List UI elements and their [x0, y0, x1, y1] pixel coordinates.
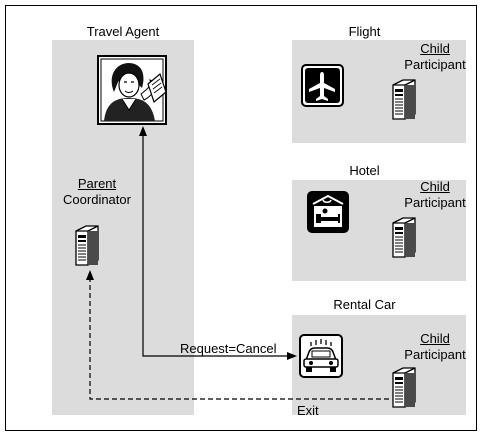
- server-icon: [75, 225, 99, 266]
- agent-portrait-icon: [97, 55, 167, 125]
- hotel-child-label: Child: [420, 179, 450, 194]
- flight-child-label: Child: [420, 41, 450, 56]
- rental-car-participant-label: Participant: [404, 347, 466, 362]
- hotel-participant-label: Participant: [404, 195, 466, 210]
- airplane-icon: [301, 64, 344, 107]
- server-icon: [392, 217, 416, 258]
- flight-participant-label: Participant: [404, 57, 466, 72]
- parent-label: Parent: [77, 176, 117, 191]
- server-icon: [392, 367, 416, 408]
- exit-arrow: [86, 270, 389, 400]
- car-icon: [299, 334, 343, 378]
- diagram-frame: [5, 5, 477, 431]
- rental-car-child-label: Child: [420, 331, 450, 346]
- flight-title: Flight: [348, 24, 381, 39]
- request-cancel-label: Request=Cancel: [180, 341, 277, 356]
- travel-agent-title: Travel Agent: [86, 24, 160, 39]
- exit-label: Exit: [297, 403, 319, 418]
- coordinator-label: Coordinator: [63, 192, 131, 207]
- hotel-bed-icon: [307, 191, 349, 233]
- server-icon: [392, 79, 416, 120]
- request-cancel-arrow: [139, 126, 297, 360]
- rental-car-title: Rental Car: [333, 297, 396, 312]
- hotel-title: Hotel: [349, 163, 380, 178]
